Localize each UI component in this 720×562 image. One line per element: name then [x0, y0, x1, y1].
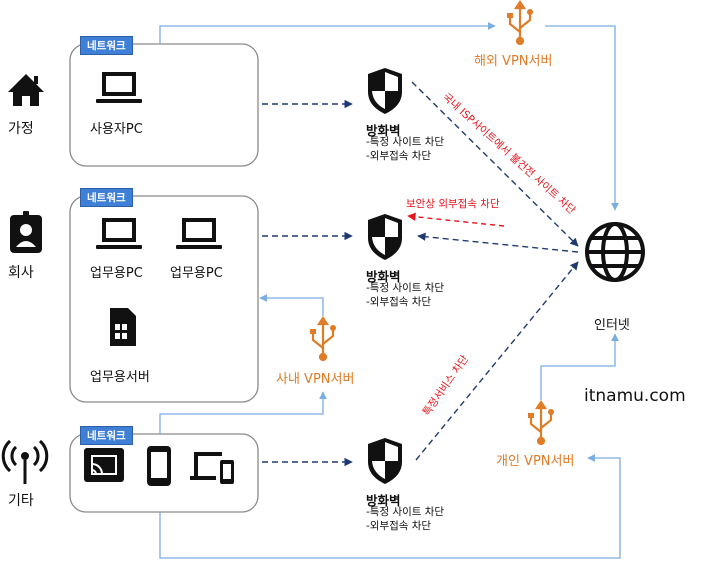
usb-icon-personal: [528, 400, 554, 446]
vpn-label-internal: 사내 VPN서버: [276, 372, 355, 387]
device-label-work-pc-1: 업무용PC: [90, 266, 143, 281]
site-label: itnamu.com: [584, 386, 686, 406]
laptop-icon-home: [96, 72, 142, 103]
dash-firewall3-to-internet: [415, 261, 579, 461]
line-personal-vpn-to-internet: [540, 333, 619, 400]
network-tag-other: 네트워크: [80, 426, 133, 445]
firewall-rule1-2: -특정 사이트 차단: [366, 282, 445, 294]
firewall-title-3: 방화벽: [366, 493, 401, 508]
firewall-title-1: 방화벽: [366, 123, 401, 138]
globe-icon: [585, 222, 645, 282]
firewall-shield-icon-1: [368, 68, 402, 114]
annotation-security-block: 보안상 외부접속 차단: [406, 198, 500, 210]
id-badge-icon: [10, 211, 42, 253]
house-icon: [8, 74, 44, 106]
laptop-icon-work-1: [96, 218, 142, 249]
laptop-icon-work-2: [176, 218, 222, 249]
firewall-rule2-2: -외부접속 차단: [366, 296, 432, 308]
vpn-label-personal: 개인 VPN서버: [496, 454, 575, 469]
line-other-to-internal-vpn: [159, 391, 327, 434]
smartphone-icon: [147, 446, 171, 486]
antenna-icon: [1, 439, 49, 484]
line-overseas-vpn-to-internet: [545, 25, 619, 211]
vpn-label-overseas: 해외 VPN서버: [474, 54, 553, 69]
location-label-home: 가정: [8, 121, 34, 137]
device-label-work-server: 업무용서버: [90, 370, 150, 385]
dash-internet-to-firewall2: [417, 232, 579, 253]
company-network-box: [69, 195, 259, 403]
firewall-rule1-1: -특정 사이트 차단: [366, 136, 445, 148]
firewall-rule2-1: -외부접속 차단: [366, 150, 432, 162]
firewall-title-2: 방화벽: [366, 269, 401, 284]
location-label-other: 기타: [8, 493, 34, 509]
other-network-box: [69, 433, 259, 513]
dash-firewall1-to-internet: [411, 81, 579, 247]
network-tag-home: 네트워크: [80, 36, 133, 55]
cast-icon: [84, 448, 124, 482]
sim-card-icon: [110, 308, 136, 346]
usb-icon-overseas: [507, 0, 533, 46]
line-home-to-overseas-vpn: [159, 22, 496, 44]
device-label-work-pc-2: 업무용PC: [170, 266, 223, 281]
usb-icon-internal: [310, 316, 336, 362]
firewall-shield-icon-2: [368, 214, 402, 260]
internet-label: 인터넷: [594, 318, 630, 333]
firewall-shield-icon-3: [368, 438, 402, 484]
firewall-rule1-3: -특정 사이트 차단: [366, 506, 445, 518]
network-tag-company: 네트워크: [80, 188, 133, 207]
red-dash-arrow: [407, 212, 505, 227]
line-other-to-personal-vpn: [159, 454, 621, 559]
device-label-home-pc: 사용자PC: [90, 122, 143, 137]
home-network-box: [69, 43, 259, 167]
devices-icon: [190, 452, 234, 484]
firewall-rule2-3: -외부접속 차단: [366, 520, 432, 532]
line-internal-vpn-to-company: [259, 294, 324, 316]
location-label-company: 회사: [8, 265, 34, 281]
